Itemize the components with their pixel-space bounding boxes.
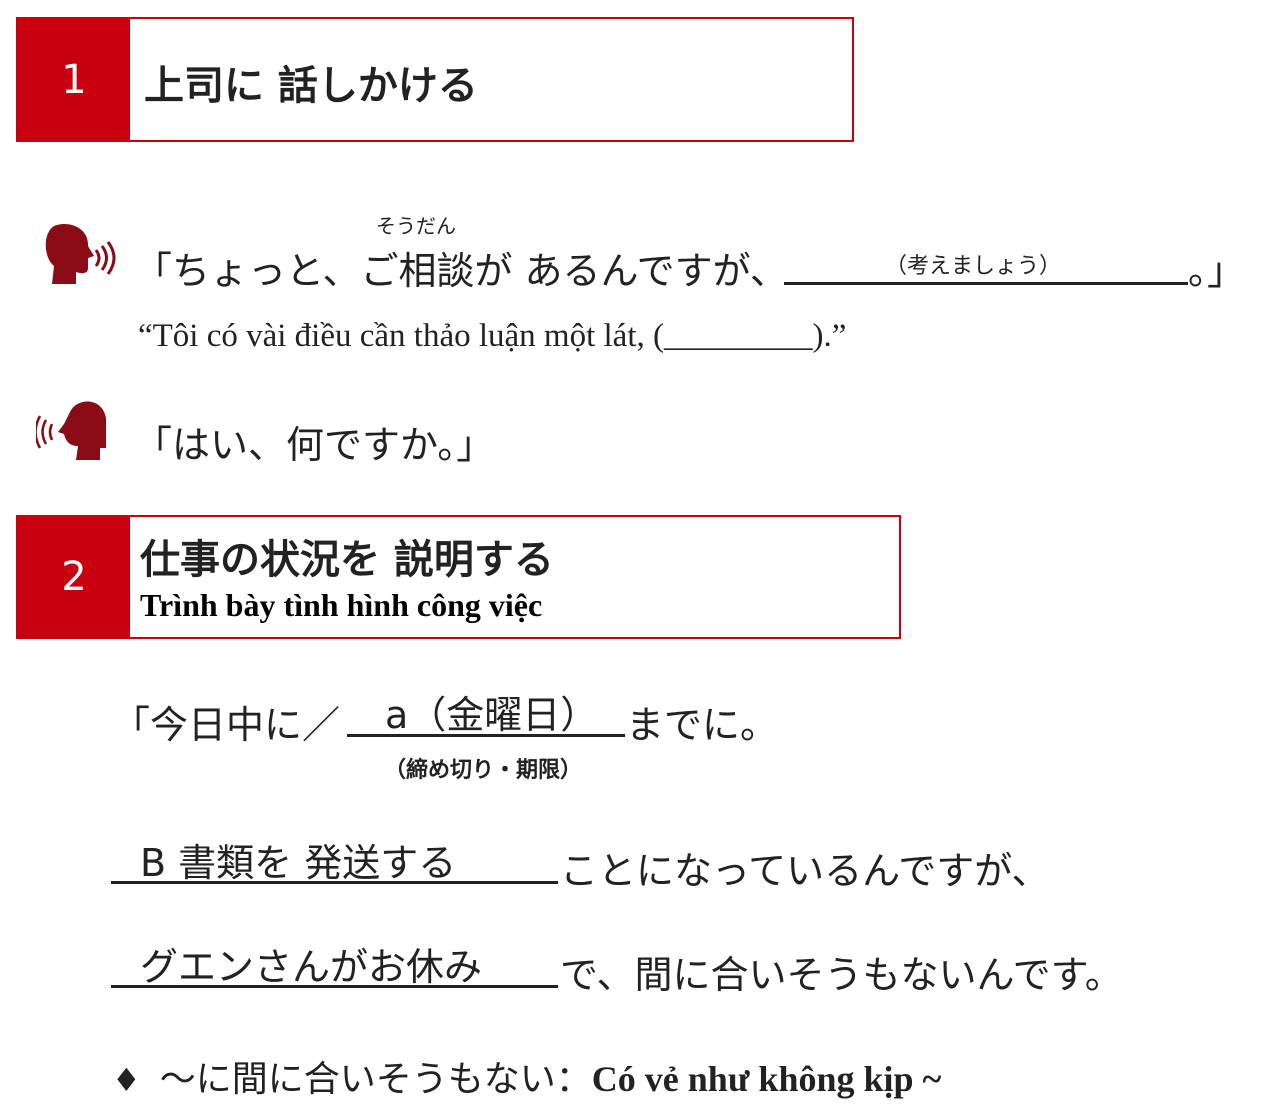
pattern-line-2: ことになっているんですが、 xyxy=(560,849,1050,893)
section-1-header: 1 上司に 話しかける xyxy=(16,17,854,142)
section-subtitle: Trình bày tình hình công việc xyxy=(140,587,543,623)
fill-text-2: B 書類を 発送する xyxy=(140,841,457,885)
fill-blank-2[interactable] xyxy=(111,835,558,884)
note-vi: Có vẻ như không kịp ~ xyxy=(591,1059,942,1099)
dialogue-line-2: 「はい、何ですか。」 xyxy=(134,423,495,467)
ruby-reading: そうだん xyxy=(376,214,456,238)
note: ♦ ～に間に合いそうもない：Có vẻ như không kịp ~ xyxy=(112,1050,941,1102)
fill-blank-3[interactable] xyxy=(111,940,558,988)
section-title: 上司に 話しかける xyxy=(144,63,478,109)
section-2-header: 2 仕事の状況を 説明する Trình bày tình hình công v… xyxy=(16,515,901,639)
dialogue-line-1-end: 。」 xyxy=(1188,249,1246,293)
diamond-bullet-icon: ♦ xyxy=(112,1061,141,1099)
speaking-man-icon xyxy=(45,224,116,284)
note-jp: ～に間に合いそうもない： xyxy=(159,1059,592,1100)
section-title: 仕事の状況を 説明する xyxy=(140,537,554,583)
fill-text-3: グエンさんがお休み xyxy=(140,945,483,989)
fill-hint-1: （締め切り・期限） xyxy=(384,758,583,783)
dialogue-line-1: 「ちょっと、ご相談が あるんですが、 xyxy=(134,249,788,293)
answer-blank[interactable] xyxy=(784,250,1188,285)
pattern-line-1-end: までに。 xyxy=(626,703,779,747)
pattern-line-3: で、間に合いそうもないんです。 xyxy=(560,953,1123,997)
pattern-line-1: 「今日中に／ xyxy=(112,703,341,747)
speaking-woman-icon xyxy=(36,401,106,460)
fill-text-1: a（金曜日） xyxy=(385,693,599,737)
dialogue-translation: “Tôi có vài điều cần thảo luận một lát, … xyxy=(138,318,847,354)
section-number: 1 xyxy=(18,19,130,140)
fill-blank-1[interactable] xyxy=(347,690,625,737)
blank-hint: （考えましょう） xyxy=(885,254,1062,279)
section-number: 2 xyxy=(18,517,130,637)
